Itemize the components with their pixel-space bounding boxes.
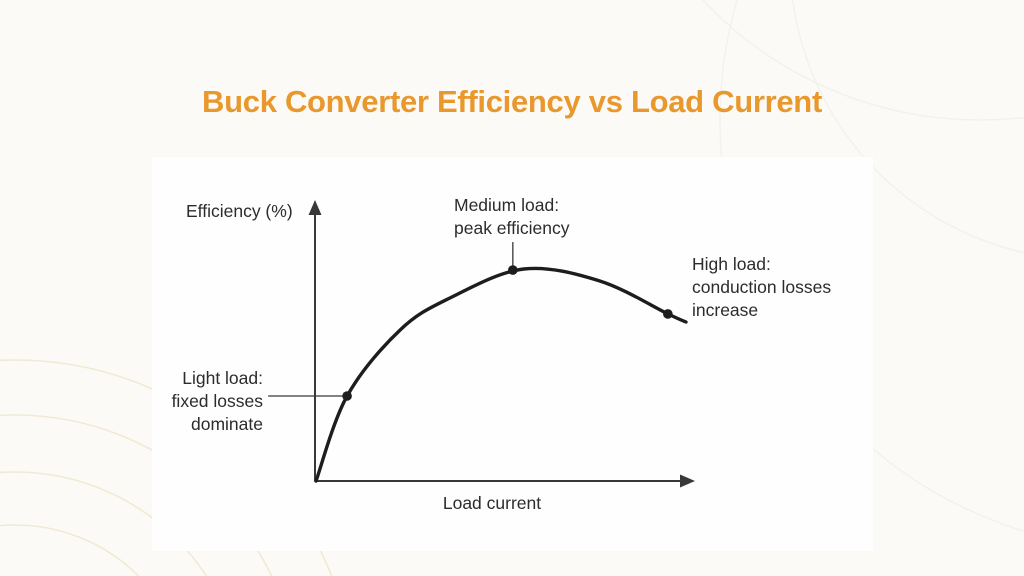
annotation-line: peak efficiency <box>454 218 570 238</box>
curve-point-medium-load <box>508 265 518 275</box>
curve-point-light-load <box>342 391 352 401</box>
page-title: Buck Converter Efficiency vs Load Curren… <box>202 84 822 119</box>
annotation-line: increase <box>692 300 759 320</box>
curve-point-high-load <box>663 309 673 319</box>
decor-arcs-top-right <box>702 0 1024 532</box>
leader-lines <box>268 242 514 397</box>
annotation-medium-load: Medium load: peak efficiency <box>454 194 569 240</box>
annotation-light-load: Light load: fixed losses dominate <box>160 367 263 436</box>
annotation-line: Medium load: <box>454 195 560 215</box>
annotation-high-load: High load: conduction losses increase <box>692 253 831 322</box>
y-axis-label: Efficiency (%) <box>186 201 293 221</box>
efficiency-curve <box>314 266 688 483</box>
curve-points <box>342 265 673 401</box>
annotation-line: dominate <box>191 414 263 434</box>
annotation-line: conduction losses <box>692 277 832 297</box>
annotation-line: Light load: <box>182 368 263 388</box>
x-axis-arrowhead-icon <box>680 474 695 488</box>
y-axis-arrowhead-icon <box>308 200 322 215</box>
axes <box>308 200 695 488</box>
x-axis-label: Load current <box>442 493 542 513</box>
chart-panel <box>152 157 873 551</box>
decor-arcs-bottom-left <box>0 359 333 576</box>
annotation-line: High load: <box>692 254 771 274</box>
annotation-line: fixed losses <box>171 391 263 411</box>
